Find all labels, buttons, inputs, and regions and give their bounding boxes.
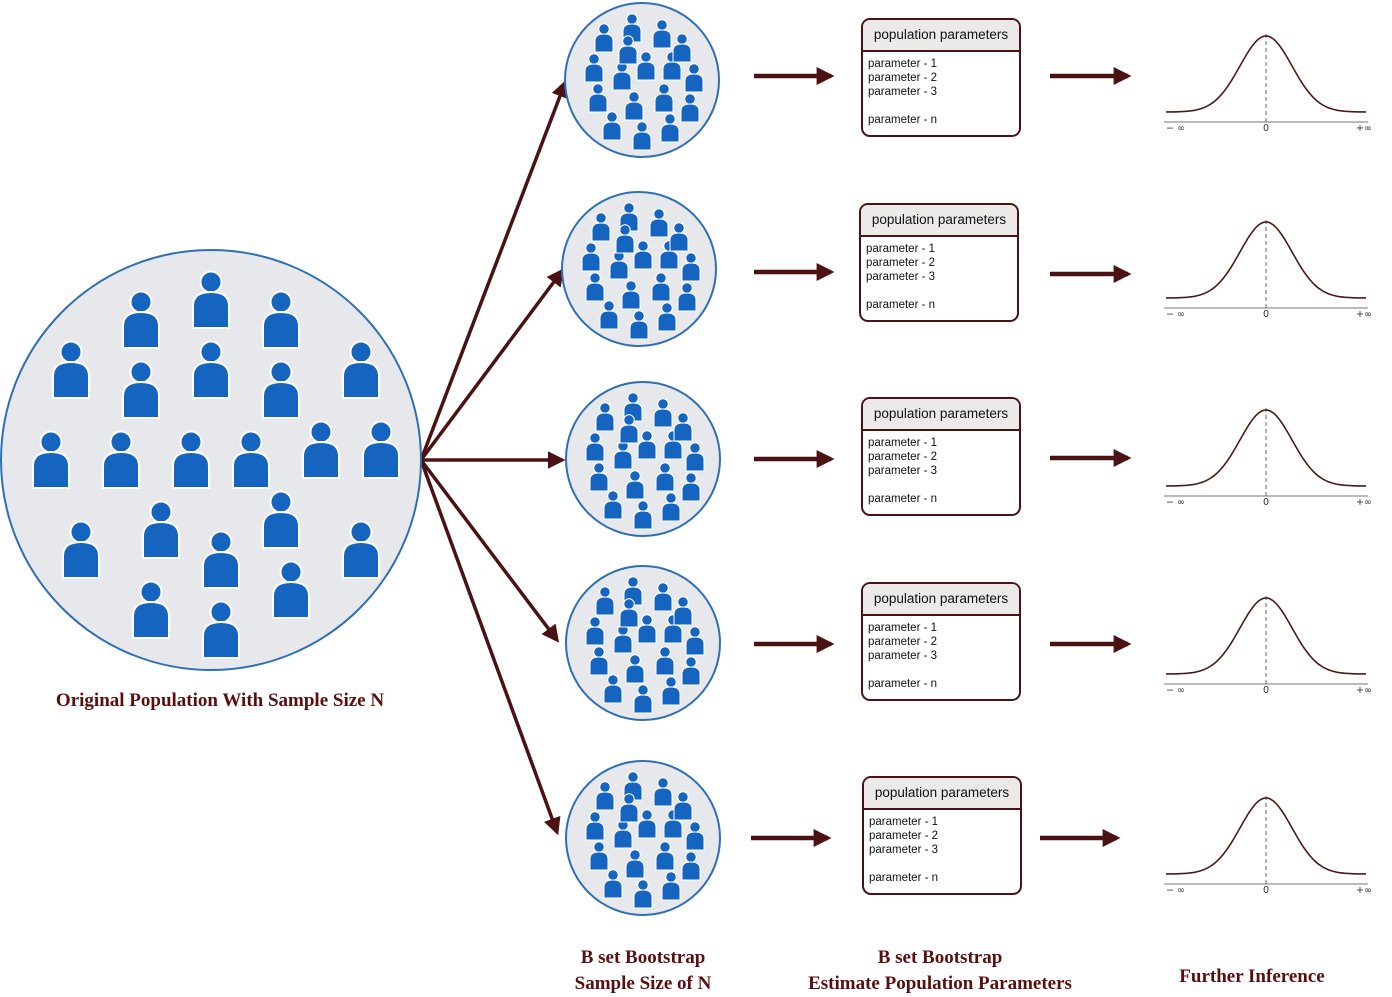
parameter-row: parameter - 2 [868,72,938,84]
axis-label-left: − ∞ [1166,497,1185,508]
further-inference-label: Further Inference [1152,964,1352,990]
normal-curve [1165,797,1367,875]
axis-label-center: 0 [1263,885,1270,896]
parameter-row: parameter - 3 [869,844,939,856]
parameter-row: parameter - 1 [866,243,936,255]
parameter-box-title: population parameters [863,399,1019,431]
estimate-parameters-label-line2: Estimate Population Parameters [808,973,1072,994]
parameter-row: parameter - n [866,299,936,311]
estimate-parameters-label: B set Bootstrap Estimate Population Para… [780,945,1100,997]
parameter-row: parameter - 1 [868,437,938,449]
axis-label-center: 0 [1263,123,1270,134]
axis-label-left: − ∞ [1166,123,1185,134]
axis-label-center: 0 [1263,685,1270,696]
parameter-row: parameter - 2 [868,636,938,648]
parameter-row: parameter - 3 [868,465,938,477]
parameter-row: parameter - 3 [868,86,938,98]
fan-arrow [419,268,565,462]
original-population-circle [0,249,422,671]
original-population-label-text: Original Population With Sample Size N [55,690,385,711]
parameter-row: parameter - 2 [868,451,938,463]
parameter-box: population parameters parameter - 1 parame… [859,203,1019,322]
parameter-row: parameter - 2 [869,830,939,842]
parameter-box: population parameters parameter - 1 parame… [861,582,1021,701]
parameter-box-title: population parameters [864,778,1020,810]
parameter-row: parameter - 1 [868,58,938,70]
parameter-row: parameter - n [868,678,938,690]
fan-arrow [419,458,560,643]
parameter-row: parameter - n [868,493,938,505]
axis-label-left: − ∞ [1166,685,1185,696]
parameter-box-title: population parameters [863,584,1019,616]
axis-label-left: − ∞ [1166,309,1185,320]
parameter-box-title: population parameters [863,20,1019,52]
parameter-box-title: population parameters [861,205,1017,237]
fan-arrow [419,459,561,836]
parameter-row: parameter - 3 [868,650,938,662]
estimate-parameters-label-line1: B set Bootstrap [877,947,1003,968]
axis-label-right: +∞ [1356,123,1372,134]
bootstrap-sample-label: B set Bootstrap Sample Size of N [543,945,743,997]
axis-label-center: 0 [1263,497,1270,508]
axis-label-right: +∞ [1356,885,1372,896]
parameter-row: parameter - n [869,872,939,884]
parameter-row: parameter - 1 [869,816,939,828]
original-population-label: Original Population With Sample Size N [20,688,420,714]
normal-curve [1165,409,1367,487]
further-inference-label-text: Further Inference [1179,966,1325,987]
parameter-row: parameter - 2 [866,257,936,269]
parameter-box: population parameters parameter - 1 parame… [862,776,1022,895]
axis-label-center: 0 [1263,309,1270,320]
normal-curve [1165,35,1367,113]
bootstrap-sample-label-line1: B set Bootstrap [580,947,706,968]
fan-arrow [419,79,569,461]
axis-label-right: +∞ [1356,309,1372,320]
axis-label-left: − ∞ [1166,885,1185,896]
axis-label-right: +∞ [1356,497,1372,508]
axis-label-right: +∞ [1356,685,1372,696]
parameter-row: parameter - 3 [866,271,936,283]
parameter-row: parameter - 1 [868,622,938,634]
parameter-box: population parameters parameter - 1 parame… [861,397,1021,516]
parameter-box: population parameters parameter - 1 parame… [861,18,1021,137]
bootstrap-sample-label-line2: Sample Size of N [574,973,712,994]
normal-curve [1165,221,1367,299]
normal-curve [1165,597,1367,675]
parameter-row: parameter - n [868,114,938,126]
